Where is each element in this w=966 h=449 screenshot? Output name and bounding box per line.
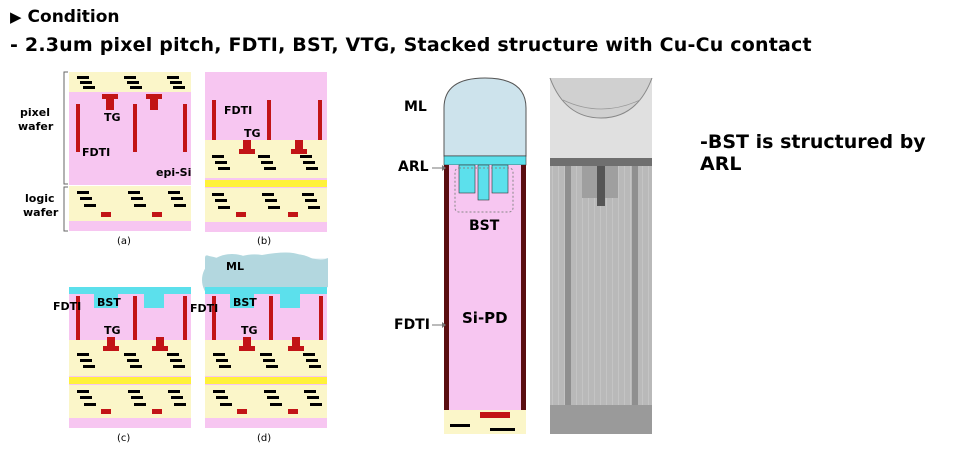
- panel-c: [69, 287, 191, 428]
- panel-b-fdti-label: FDTI: [224, 104, 253, 117]
- wafer-brackets: [63, 71, 68, 232]
- panel-b-caption: (b): [257, 236, 272, 247]
- panel-d-caption: (d): [257, 433, 272, 444]
- cross-section-sipd-label: Si-PD: [462, 309, 508, 327]
- label-pixel-wafer: pixel wafer: [18, 106, 54, 133]
- panel-b-tg-label: TG: [244, 127, 261, 140]
- panel-c-bst-label: BST: [97, 296, 121, 309]
- panel-d-bst-label: BST: [233, 296, 257, 309]
- header-title: ▶ Condition: [10, 7, 120, 27]
- cross-section-ml-label: ML: [404, 99, 427, 115]
- tem-image: [549, 77, 653, 434]
- cross-section-arl-label: ARL: [398, 159, 429, 175]
- panel-d-tg-label: TG: [241, 324, 258, 337]
- panel-c-tg-label: TG: [104, 324, 121, 337]
- panel-d: [202, 252, 328, 428]
- panel-d-fdti-label: FDTI: [190, 302, 219, 315]
- cross-section-bst-label: BST: [469, 218, 500, 234]
- panel-b: [205, 72, 327, 232]
- panel-d-ml-label: ML: [226, 260, 244, 273]
- panel-a: [69, 72, 191, 231]
- label-logic-wafer: logic wafer: [23, 192, 59, 219]
- subtitle: - 2.3um pixel pitch, FDTI, BST, VTG, Sta…: [10, 34, 812, 56]
- cross-section-fdti-label: FDTI: [394, 317, 430, 333]
- panel-a-fdti-label: FDTI: [82, 146, 111, 159]
- header-title-text: Condition: [27, 7, 120, 27]
- panel-a-caption: (a): [117, 236, 131, 247]
- triangle-bullet-icon: ▶: [10, 8, 22, 26]
- panel-c-caption: (c): [117, 433, 131, 444]
- panel-a-episi-label: epi-Si: [156, 166, 192, 179]
- panel-a-tg-label: TG: [104, 111, 121, 124]
- pixel-cross-section: [432, 77, 527, 434]
- panel-c-fdti-label: FDTI: [53, 300, 82, 313]
- bst-note: -BST is structured by ARL: [700, 131, 926, 175]
